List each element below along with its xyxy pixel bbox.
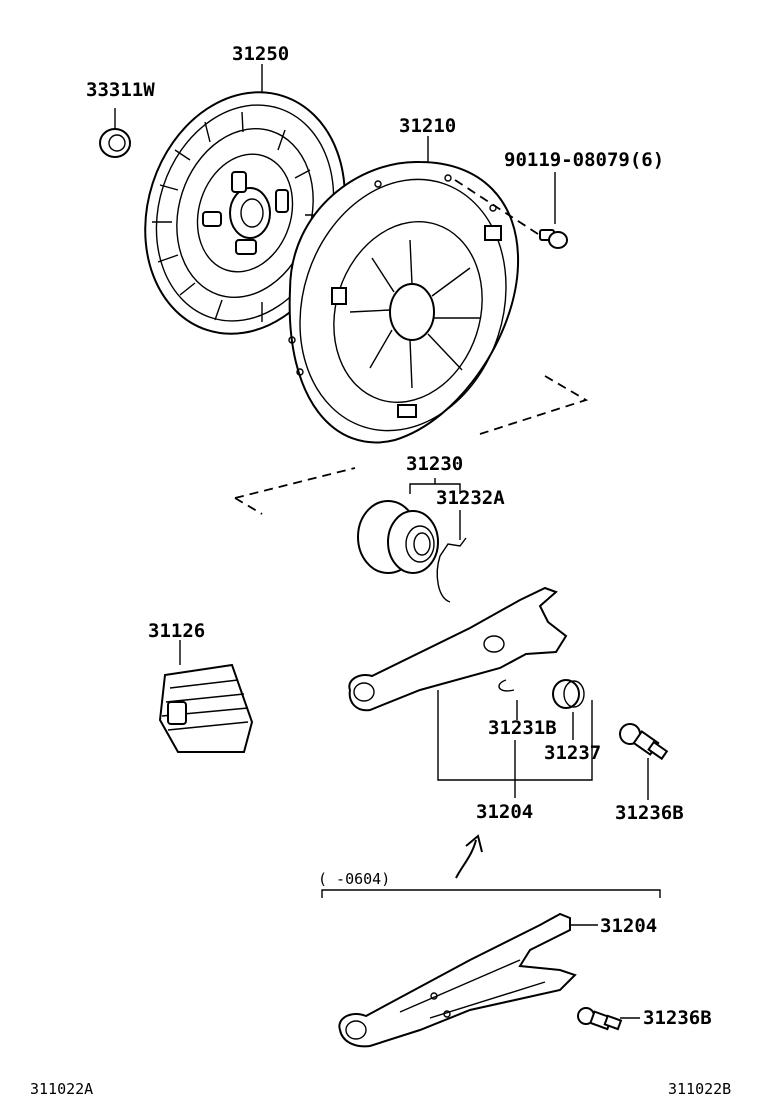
label-90119: 90119-08079(6) bbox=[504, 149, 664, 171]
range-label: ( -0604) bbox=[318, 870, 390, 888]
clutch-cover-31210 bbox=[288, 160, 520, 444]
pivot-31237 bbox=[552, 679, 585, 709]
pilot-bearing-33311w bbox=[99, 108, 131, 158]
release-bearing-31230 bbox=[357, 500, 467, 603]
label-31204-upper: 31204 bbox=[476, 801, 533, 823]
label-31230: 31230 bbox=[406, 453, 463, 475]
label-31232a: 31232A bbox=[436, 487, 505, 509]
label-31237: 31237 bbox=[544, 742, 601, 764]
label-31210: 31210 bbox=[399, 115, 456, 137]
dashed-guide-cover bbox=[234, 375, 589, 499]
bracket-31230 bbox=[409, 478, 461, 494]
label-31236b-upper: 31236B bbox=[615, 802, 684, 824]
reference-left: 311022A bbox=[30, 1080, 93, 1098]
label-31204-lower: 31204 bbox=[600, 915, 657, 937]
label-33311w: 33311W bbox=[86, 79, 155, 101]
reference-right: 311022B bbox=[668, 1080, 731, 1098]
label-31231b: 31231B bbox=[488, 717, 557, 739]
release-fork-boot-31126 bbox=[158, 663, 254, 753]
dashed-guide-bolt bbox=[454, 179, 539, 235]
release-fork-lower bbox=[338, 912, 577, 1048]
bolt-90119 bbox=[539, 172, 568, 249]
label-31250: 31250 bbox=[232, 43, 289, 65]
label-31126: 31126 bbox=[148, 620, 205, 642]
label-31236b-lower: 31236B bbox=[643, 1007, 712, 1029]
pivot-stud-lower bbox=[577, 1007, 640, 1031]
dashed-guide-bearing bbox=[234, 497, 263, 515]
pivot-stud-upper bbox=[619, 723, 669, 800]
snap-ring-31231b bbox=[498, 679, 515, 692]
arrow-icon bbox=[455, 834, 483, 879]
release-fork-upper bbox=[348, 586, 568, 712]
range-bracket bbox=[321, 889, 661, 898]
